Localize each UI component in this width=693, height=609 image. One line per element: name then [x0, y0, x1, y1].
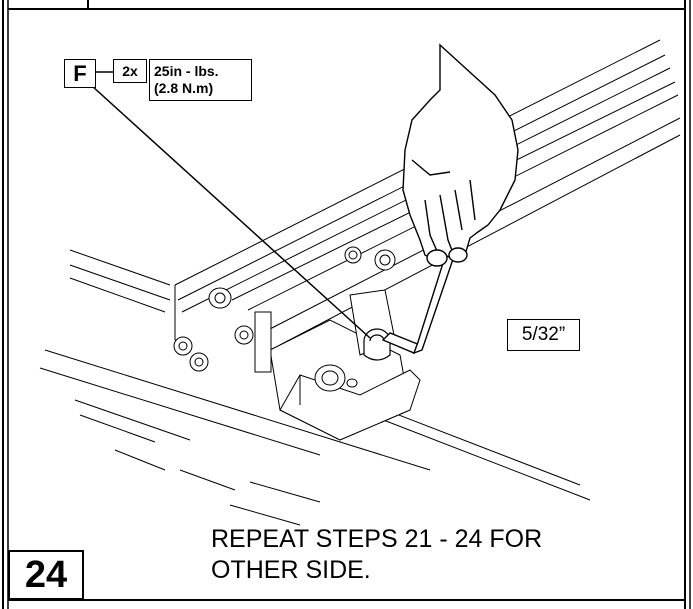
- torque-spec-label: 25in - lbs. (2.8 N.m): [149, 59, 252, 101]
- step-instruction: REPEAT STEPS 21 - 24 FOR OTHER SIDE.: [211, 524, 651, 586]
- hand: [402, 43, 519, 267]
- torque-imperial: 25in - lbs.: [154, 63, 219, 79]
- step-number: 24: [8, 550, 84, 600]
- leader-line: [91, 71, 371, 339]
- part-letter-label: F: [64, 59, 96, 88]
- instruction-line-1: REPEAT STEPS 21 - 24 FOR: [211, 525, 543, 553]
- hex-key-size-label: 5/32”: [507, 319, 580, 351]
- instruction-line-2: OTHER SIDE.: [211, 556, 371, 584]
- socket-head-screw: [363, 328, 391, 361]
- quantity-label: 2x: [113, 59, 147, 83]
- hinge-knuckles: [173, 246, 396, 372]
- mounting-block: [254, 289, 421, 441]
- torque-metric: (2.8 N.m): [154, 80, 214, 96]
